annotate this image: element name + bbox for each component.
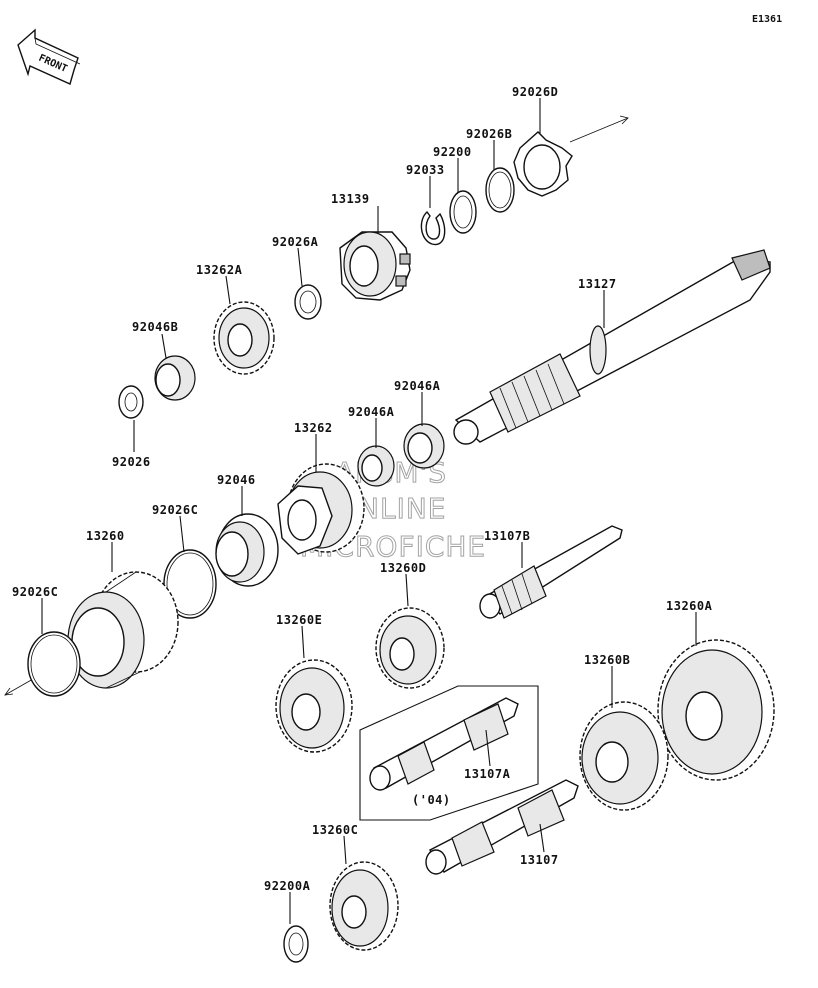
part-92026C-upper[interactable] [163,549,217,619]
label-13107A: 13107A [464,767,511,781]
label-92026C-lower: 92026C [12,585,58,599]
part-92200A[interactable] [283,925,309,963]
label-92046A-upper: 92046A [394,379,441,393]
label-92046B: 92046B [132,320,178,334]
label-13262A: 13262A [196,263,243,277]
part-13139[interactable] [339,231,411,301]
label-92026B: 92026B [466,127,512,141]
axis-line-top [569,117,629,143]
label-13260A: 13260A [666,599,713,613]
leader-lines [41,98,697,924]
axis-arrow-top-icon [619,115,629,125]
label-92026C-upper: 92026C [152,503,198,517]
label-13262: 13262 [294,421,333,435]
label-13260E: 13260E [276,613,322,627]
label-13107B: 13107B [484,529,530,543]
part-13260C[interactable] [329,861,399,951]
part-13107B[interactable] [479,525,623,619]
part-92046[interactable] [215,513,279,587]
part-92026A[interactable] [294,284,322,320]
label-92026D: 92026D [512,85,558,99]
part-13107A[interactable] [369,697,519,791]
part-92026D[interactable] [513,131,573,197]
label-13260B: 13260B [584,653,630,667]
label-13260C: 13260C [312,823,358,837]
part-92026B[interactable] [485,167,515,213]
part-labels: 92026D 92026B 92200 92033 13139 92026A 1… [12,85,713,893]
part-92033[interactable] [420,210,446,246]
label-13260: 13260 [86,529,125,543]
label-92033: 92033 [406,163,445,177]
label-92046A-lower: 92046A [348,405,395,419]
part-92026[interactable] [118,385,144,419]
front-arrow-icon: FRONT [17,28,81,85]
label-13127: 13127 [578,277,617,291]
part-13260[interactable] [67,571,179,689]
label-13107: 13107 [520,853,559,867]
label-92200: 92200 [433,145,472,159]
part-13260A[interactable] [657,639,775,781]
label-92200A: 92200A [264,879,311,893]
part-92200[interactable] [449,190,477,234]
axis-arrow-bottom-icon [4,687,14,696]
group-box-13107A [359,685,539,821]
part-92046A-upper[interactable] [403,423,445,469]
part-13260E[interactable] [275,659,353,753]
label-13260D: 13260D [380,561,426,575]
group-note: ('04) [412,793,451,807]
part-13262A[interactable] [213,301,275,375]
label-13139: 13139 [331,192,370,206]
part-13260B[interactable] [579,701,669,811]
part-13260D[interactable] [375,607,445,689]
part-92046A-lower[interactable] [357,445,395,487]
diagram-id: E1361 [752,14,782,25]
part-13107[interactable] [425,779,579,875]
part-13262[interactable] [277,463,365,555]
label-92026: 92026 [112,455,151,469]
part-13127[interactable] [453,249,771,445]
part-92026C-lower[interactable] [27,631,81,697]
label-92026A: 92026A [272,235,319,249]
label-92046: 92046 [217,473,256,487]
part-92046B[interactable] [154,355,196,401]
